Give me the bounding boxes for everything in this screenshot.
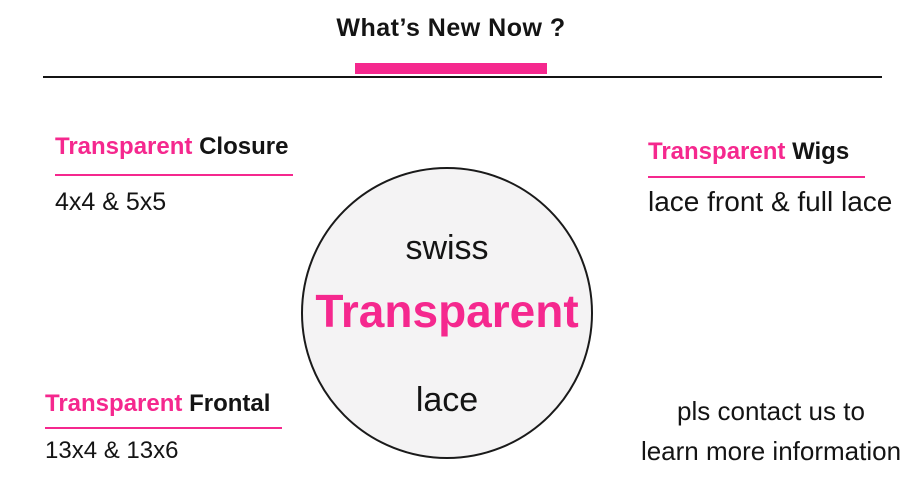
wigs-heading-rest: Wigs (792, 138, 850, 165)
closure-heading-rest: Closure (199, 133, 289, 160)
contact-note-line1: pls contact us to (677, 396, 865, 426)
section-frontal: Transparent Frontal 13x4 & 13x6 (45, 389, 282, 465)
frontal-heading-rest: Frontal (189, 390, 271, 417)
section-wigs-heading: Transparent Wigs (648, 137, 892, 166)
circle-word-swiss: swiss (405, 229, 489, 267)
closure-underline (55, 174, 293, 176)
frontal-heading-highlight: Transparent (45, 390, 183, 417)
section-closure: Transparent Closure 4x4 & 5x5 (55, 132, 293, 217)
wigs-underline (648, 176, 865, 178)
circle-word-transparent: Transparent (315, 285, 579, 337)
contact-note-line2: learn more information (640, 436, 902, 466)
page-title: What’s New Now ? (336, 14, 566, 42)
section-wigs: Transparent Wigs lace front & full lace (648, 137, 892, 219)
wigs-types: lace front & full lace (648, 186, 893, 217)
section-closure-heading: Transparent Closure (55, 132, 293, 161)
frontal-sizes: 13x4 & 13x6 (45, 437, 179, 464)
circle-word-lace: lace (415, 381, 479, 419)
contact-note: pls contact us to learn more information (620, 391, 920, 471)
transparent-lace-circle: swiss Transparent lace (301, 167, 593, 459)
wigs-heading-highlight: Transparent (648, 138, 786, 165)
section-frontal-heading: Transparent Frontal (45, 389, 282, 418)
closure-heading-highlight: Transparent (55, 133, 193, 160)
frontal-underline (45, 427, 282, 429)
closure-sizes: 4x4 & 5x5 (55, 188, 167, 216)
title-accent-bar (355, 63, 547, 74)
header-divider-line (43, 76, 882, 78)
